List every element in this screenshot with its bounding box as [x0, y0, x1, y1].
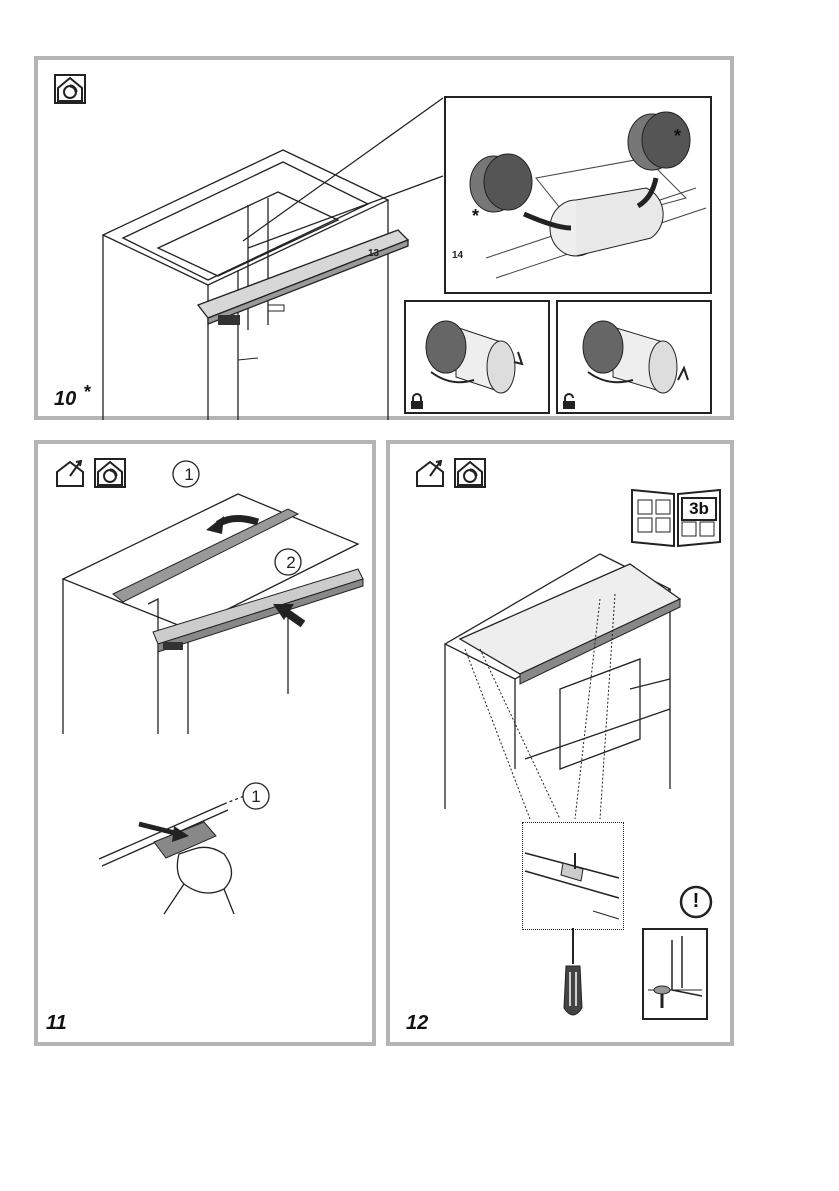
- figure-star-10: *: [84, 382, 91, 403]
- screw-warning-detail: [642, 928, 708, 1020]
- extraction-house-icon: [414, 458, 446, 488]
- figure-number-10: 10: [54, 388, 76, 411]
- panel-10: 13 * * 14: [34, 56, 734, 420]
- unlock-icon: [562, 394, 576, 410]
- grease-filter-removal-illustration: [58, 454, 368, 734]
- bracket-detail-illustration: [523, 823, 621, 927]
- recirculation-house-icon: [454, 458, 486, 488]
- carbon-filter-fitting-illustration: [446, 98, 710, 292]
- inset-14: * * 14: [444, 96, 712, 294]
- step-1b-label: 1: [248, 787, 264, 807]
- panel-12: 3b: [386, 440, 734, 1046]
- callout-line: [238, 96, 468, 256]
- inset-label-14: 14: [452, 250, 463, 261]
- inset-unlock: [556, 300, 712, 414]
- inset-star-left: *: [472, 206, 479, 227]
- step-2-label: 2: [283, 553, 299, 573]
- screw-bracket-detail-illustration: [644, 930, 706, 1018]
- filter-unlock-illustration: [558, 302, 708, 412]
- filter-lock-illustration: [406, 302, 546, 412]
- figure-number-12: 12: [406, 1012, 428, 1035]
- step-1-label: 1: [181, 465, 197, 485]
- hood-screw-fixing-illustration: [440, 539, 740, 809]
- filter-latch-hand-illustration: [94, 774, 294, 914]
- figure-number-11: 11: [46, 1012, 67, 1035]
- screw-detail-inset: [522, 822, 624, 930]
- inset-lock: [404, 300, 550, 414]
- inset-star-right: *: [674, 126, 681, 147]
- recirculation-house-icon: [54, 74, 86, 104]
- warning-mark: !: [688, 890, 704, 913]
- lock-icon: [410, 394, 424, 410]
- screwdriver-icon: [558, 928, 588, 1022]
- panel-11: 1 2 1 11: [34, 440, 376, 1046]
- manual-section-label: 3b: [682, 499, 716, 519]
